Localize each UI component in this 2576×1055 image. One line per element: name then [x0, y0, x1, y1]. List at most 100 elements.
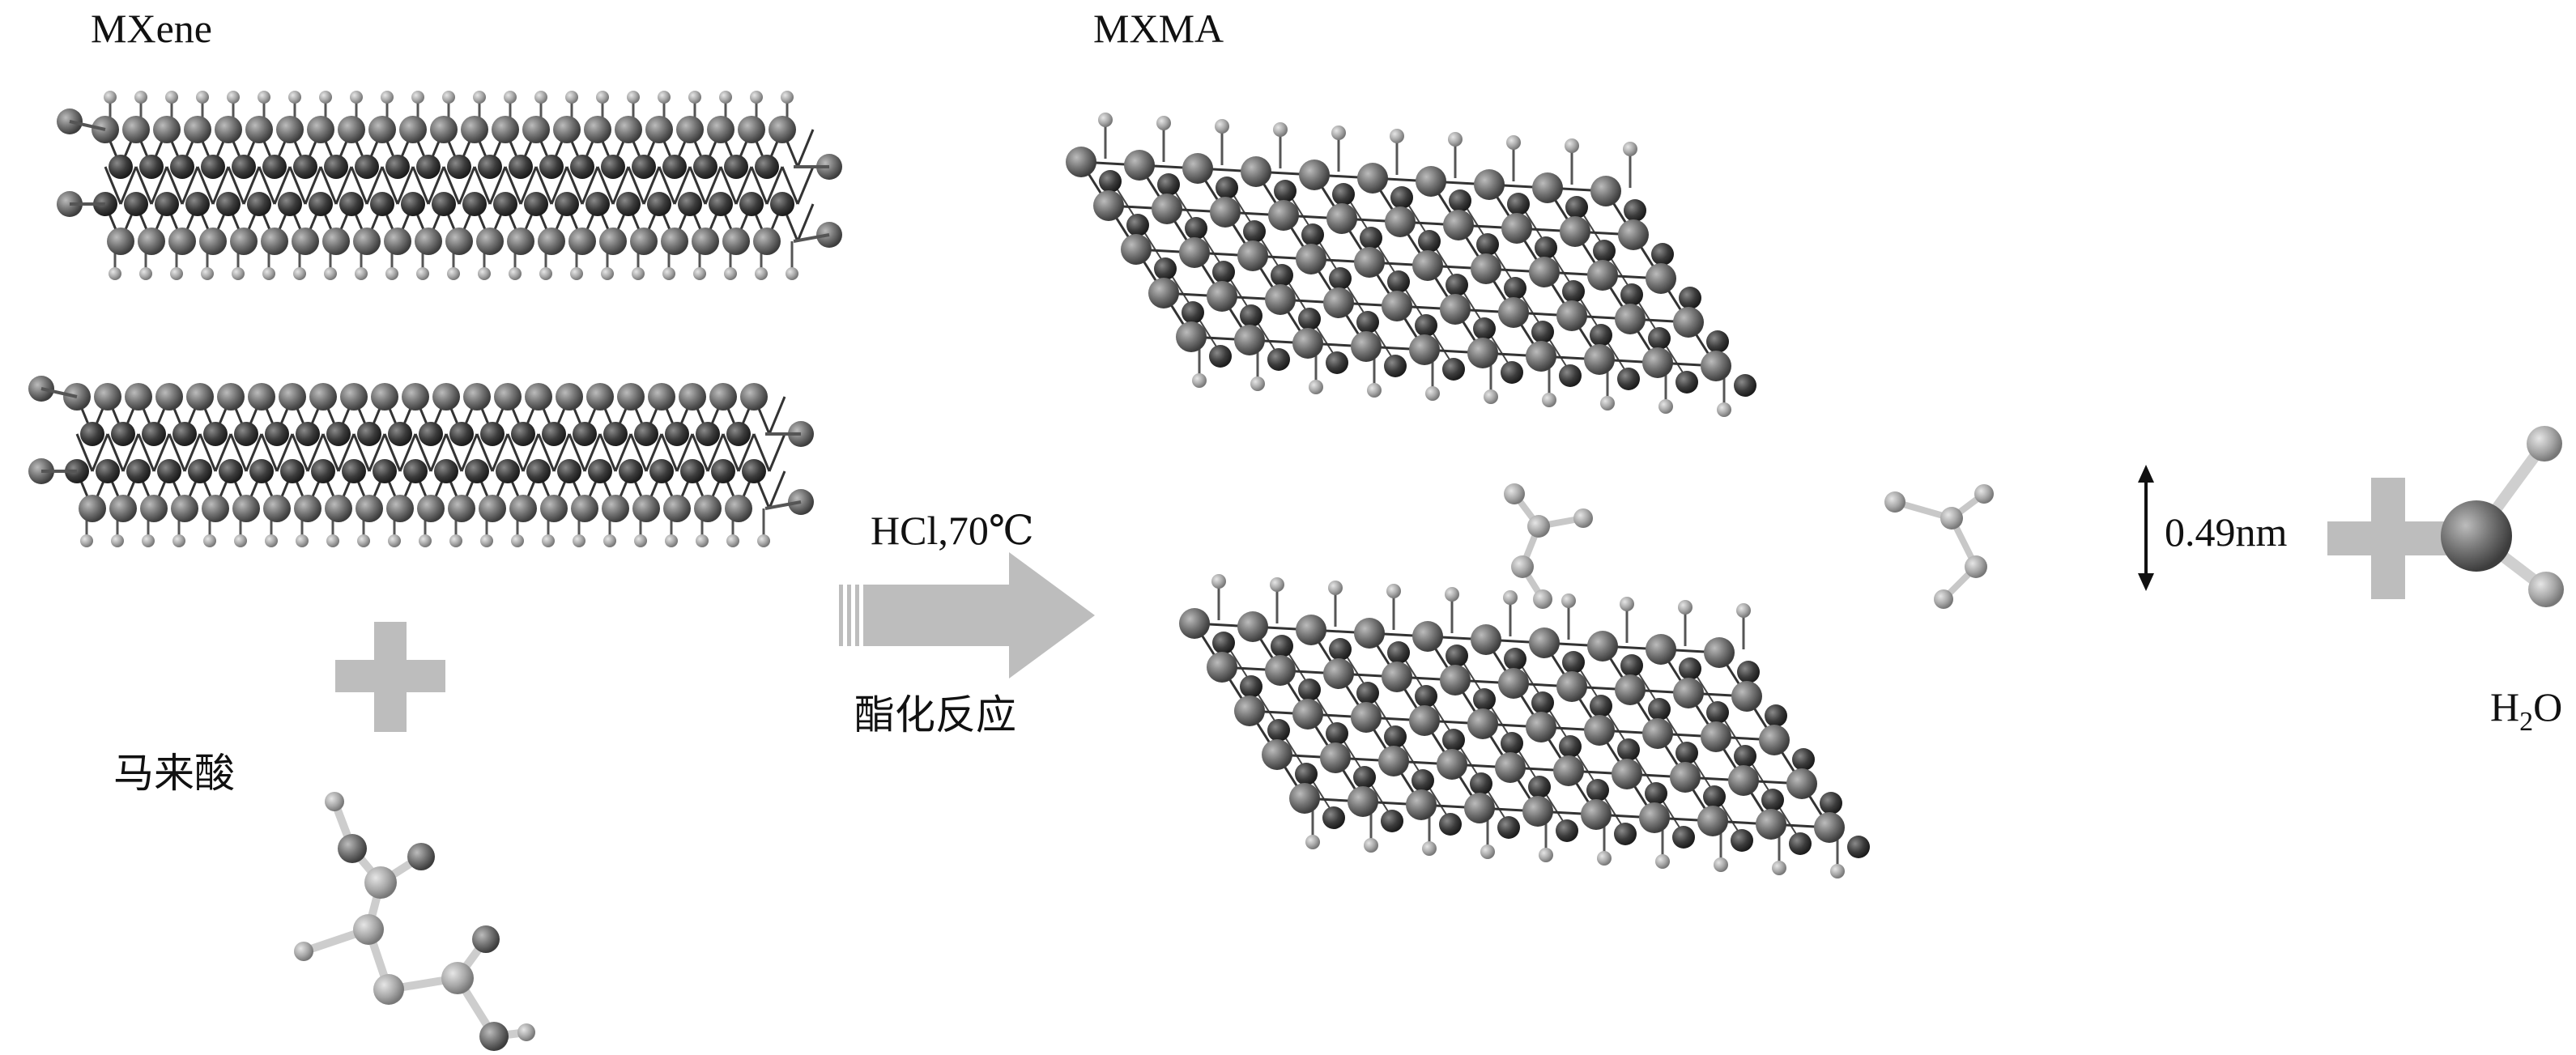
- metal-atom: [1642, 718, 1673, 749]
- hydrogen-atom: [1597, 851, 1612, 866]
- hydrogen-atom: [1331, 125, 1346, 140]
- carbon-atom: [1586, 779, 1609, 802]
- carbon-atom: [1271, 264, 1293, 287]
- metal-atom: [525, 383, 552, 411]
- metal-atom: [1234, 696, 1265, 726]
- metal-atom: [1378, 746, 1409, 776]
- metal-atom: [1443, 210, 1474, 240]
- carbon-atom: [1507, 193, 1530, 215]
- carbon-atom: [126, 459, 151, 483]
- hydrogen-atom: [1448, 132, 1463, 147]
- metal-atom: [1673, 307, 1704, 338]
- carbon-atom: [370, 192, 394, 216]
- metal-atom: [1382, 662, 1412, 692]
- carbon-atom: [170, 155, 194, 179]
- metal-atom: [509, 495, 537, 522]
- metal-atom: [676, 116, 704, 143]
- carbon-atom: [188, 459, 212, 483]
- hydrogen-atom: [1367, 383, 1382, 398]
- carbon-atom: [619, 459, 643, 483]
- carbon-atom: [1267, 348, 1290, 371]
- metal-atom: [1612, 759, 1642, 789]
- hydrogen-atom: [447, 267, 460, 280]
- carbon-atom: [1562, 280, 1585, 303]
- carbon-atom: [1473, 688, 1496, 711]
- carbon-atom: [1381, 810, 1403, 832]
- hydrogen-atom: [232, 267, 245, 280]
- carbon-atom: [1562, 651, 1585, 674]
- hydrogen-atom: [1565, 138, 1579, 153]
- metal-atom: [1467, 708, 1498, 739]
- carbon-atom: [1620, 283, 1643, 306]
- hydrogen-atom: [1270, 577, 1284, 592]
- carbon-atom: [1332, 183, 1355, 206]
- carbon-atom: [1614, 823, 1637, 845]
- carbon-atom: [726, 422, 751, 446]
- metal-atom: [753, 228, 781, 255]
- carbon-atom: [1624, 199, 1646, 222]
- carbon-atom: [1590, 324, 1612, 347]
- metal-atom: [1152, 194, 1182, 224]
- carbon-atom: [342, 459, 366, 483]
- carbon-atom: [326, 422, 351, 446]
- carbon-atom: [447, 155, 471, 179]
- metal-atom: [522, 116, 550, 143]
- carbon-atom: [1322, 806, 1345, 829]
- carbon-atom: [1384, 355, 1407, 377]
- carbon-atom: [1442, 729, 1465, 751]
- metal-atom: [1701, 721, 1731, 752]
- carbon-atom: [1446, 644, 1468, 667]
- carbon-atom: [478, 155, 502, 179]
- metal-atom: [1357, 163, 1388, 194]
- metal-atom: [599, 228, 627, 255]
- hydrogen-atom: [1539, 848, 1553, 862]
- carbon-atom: [1411, 769, 1434, 792]
- hydrogen-atom: [1714, 857, 1728, 872]
- hydrogen-atom: [1445, 587, 1459, 602]
- carbon-atom: [678, 192, 702, 216]
- hydrogen-atom: [1623, 142, 1637, 156]
- carbon-atom: [1820, 792, 1842, 815]
- carbon-atom: [1209, 345, 1232, 368]
- carbon-atom: [1267, 719, 1290, 742]
- metal-atom: [1385, 206, 1416, 237]
- hydrogen-atom: [665, 534, 678, 547]
- metal-atom: [417, 495, 445, 522]
- hydrogen-atom: [355, 267, 368, 280]
- metal-atom: [1440, 294, 1471, 325]
- maleic-acid-molecule: [294, 792, 535, 1051]
- metal-atom: [353, 228, 381, 255]
- hydrogen-atom: [1678, 600, 1692, 615]
- carbon-atom: [1326, 722, 1348, 745]
- hydrogen-atom: [1772, 861, 1786, 875]
- metal-atom: [1292, 328, 1323, 359]
- hydrogen-atom: [1620, 597, 1634, 611]
- carbon-atom: [1476, 233, 1499, 256]
- metal-atom: [384, 228, 411, 255]
- metal-atom: [1615, 674, 1646, 705]
- metal-atom: [125, 383, 152, 411]
- carbon-atom: [216, 192, 241, 216]
- hydrogen-atom: [726, 534, 739, 547]
- carbon-atom: [1470, 772, 1492, 795]
- carbon-atom: [1528, 776, 1551, 798]
- carbon-atom: [542, 422, 566, 446]
- metal-atom: [1615, 304, 1646, 334]
- carbon-atom: [262, 155, 287, 179]
- metal-atom: [694, 495, 722, 522]
- carbon-atom: [1559, 735, 1582, 758]
- hydrogen-atom: [1561, 593, 1576, 608]
- carbon-atom: [1356, 311, 1379, 334]
- carbon-atom: [1734, 374, 1756, 397]
- metal-atom: [568, 228, 596, 255]
- metal-atom: [1553, 755, 1584, 786]
- hydrogen-atom: [111, 534, 124, 547]
- hydrogen-atom: [196, 91, 209, 104]
- metal-atom: [1526, 341, 1556, 372]
- hydrogen-atom: [662, 267, 675, 280]
- metal-atom: [109, 495, 137, 522]
- carbon-atom: [601, 155, 625, 179]
- hydrogen-atom: [750, 91, 763, 104]
- bond-line: [798, 204, 813, 241]
- carbon-atom: [1212, 261, 1235, 283]
